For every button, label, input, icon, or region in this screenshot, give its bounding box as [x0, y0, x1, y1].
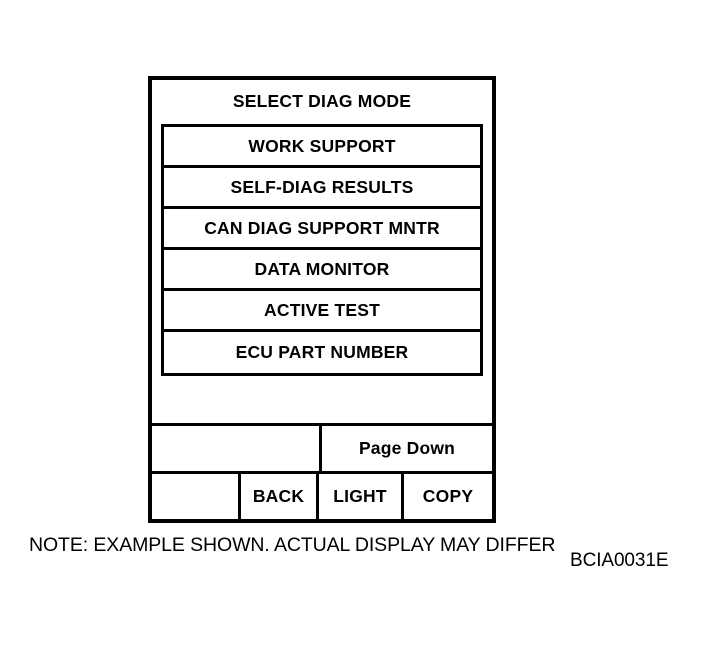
menu-item-can-diag-support-mntr[interactable]: CAN DIAG SUPPORT MNTR [164, 209, 480, 250]
softkey-back[interactable]: BACK [241, 474, 319, 519]
menu-item-ecu-part-number[interactable]: ECU PART NUMBER [164, 332, 480, 373]
softkey-area: Page Down BACK LIGHT COPY [152, 423, 492, 519]
softkey-page-down[interactable]: Page Down [322, 426, 492, 471]
menu-item-work-support[interactable]: WORK SUPPORT [164, 127, 480, 168]
softkey-blank-top [152, 426, 322, 471]
screen-title: SELECT DIAG MODE [232, 91, 412, 111]
scan-tool-device-frame: SELECT DIAG MODE WORK SUPPORT SELF-DIAG … [148, 76, 496, 523]
figure-note: NOTE: EXAMPLE SHOWN. ACTUAL DISPLAY MAY … [29, 534, 556, 556]
softkey-copy[interactable]: COPY [404, 474, 492, 519]
menu-item-active-test[interactable]: ACTIVE TEST [164, 291, 480, 332]
softkey-row-top: Page Down [152, 426, 492, 471]
diag-mode-menu-list: WORK SUPPORT SELF-DIAG RESULTS CAN DIAG … [161, 124, 483, 376]
menu-item-self-diag-results[interactable]: SELF-DIAG RESULTS [164, 168, 480, 209]
softkey-light[interactable]: LIGHT [319, 474, 404, 519]
figure-code: BCIA0031E [570, 550, 669, 571]
menu-item-data-monitor[interactable]: DATA MONITOR [164, 250, 480, 291]
softkey-blank-bottom [152, 474, 241, 519]
softkey-row-bottom: BACK LIGHT COPY [152, 471, 492, 519]
